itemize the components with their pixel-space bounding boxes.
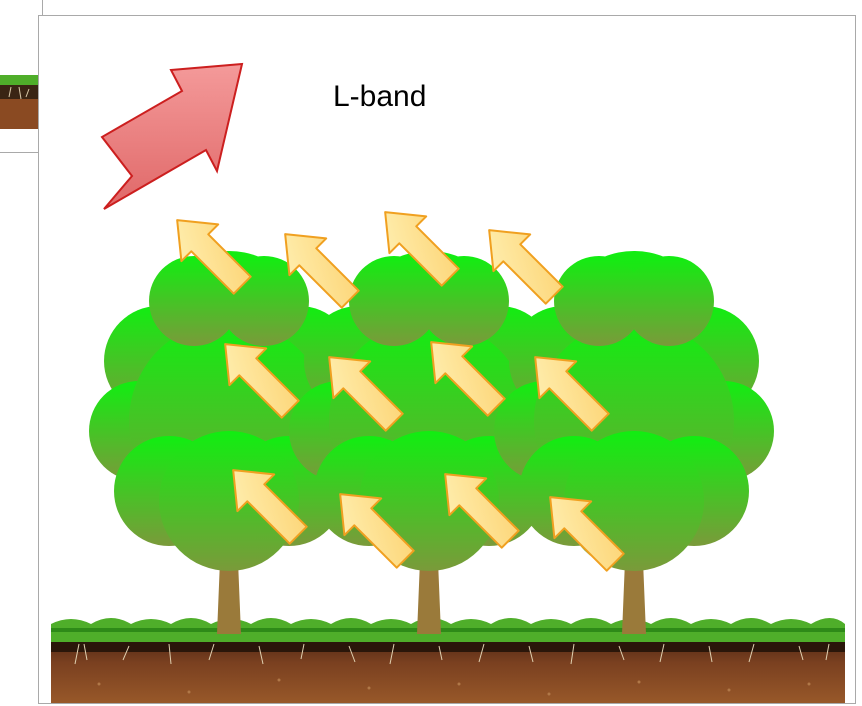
incoming-signal-arrow-icon [100, 62, 244, 210]
emission-arrow-icon [444, 473, 520, 549]
emission-arrow-icon [339, 493, 415, 569]
thumbnail-ground-icon [0, 75, 42, 129]
emission-arrow-icon [224, 343, 300, 419]
emission-arrow-icon [328, 356, 404, 432]
diagram-panel: L-band [38, 15, 856, 704]
emission-arrow-icon [534, 356, 610, 432]
previous-slide-thumbnail[interactable] [0, 0, 43, 153]
emission-arrow-icon [284, 233, 360, 309]
emission-arrow-icon [232, 469, 308, 545]
emission-arrow-icon [549, 496, 625, 572]
tree-icon [494, 251, 774, 634]
band-label: L-band [333, 80, 427, 113]
emission-arrow-icon [430, 341, 506, 417]
forest-emission-scene [51, 62, 845, 703]
soil-ground-icon [51, 618, 845, 703]
emission-arrow-icon [384, 211, 460, 287]
emission-arrow-icon [176, 219, 252, 295]
emission-arrow-icon [488, 229, 564, 305]
tree-icon [289, 251, 569, 634]
